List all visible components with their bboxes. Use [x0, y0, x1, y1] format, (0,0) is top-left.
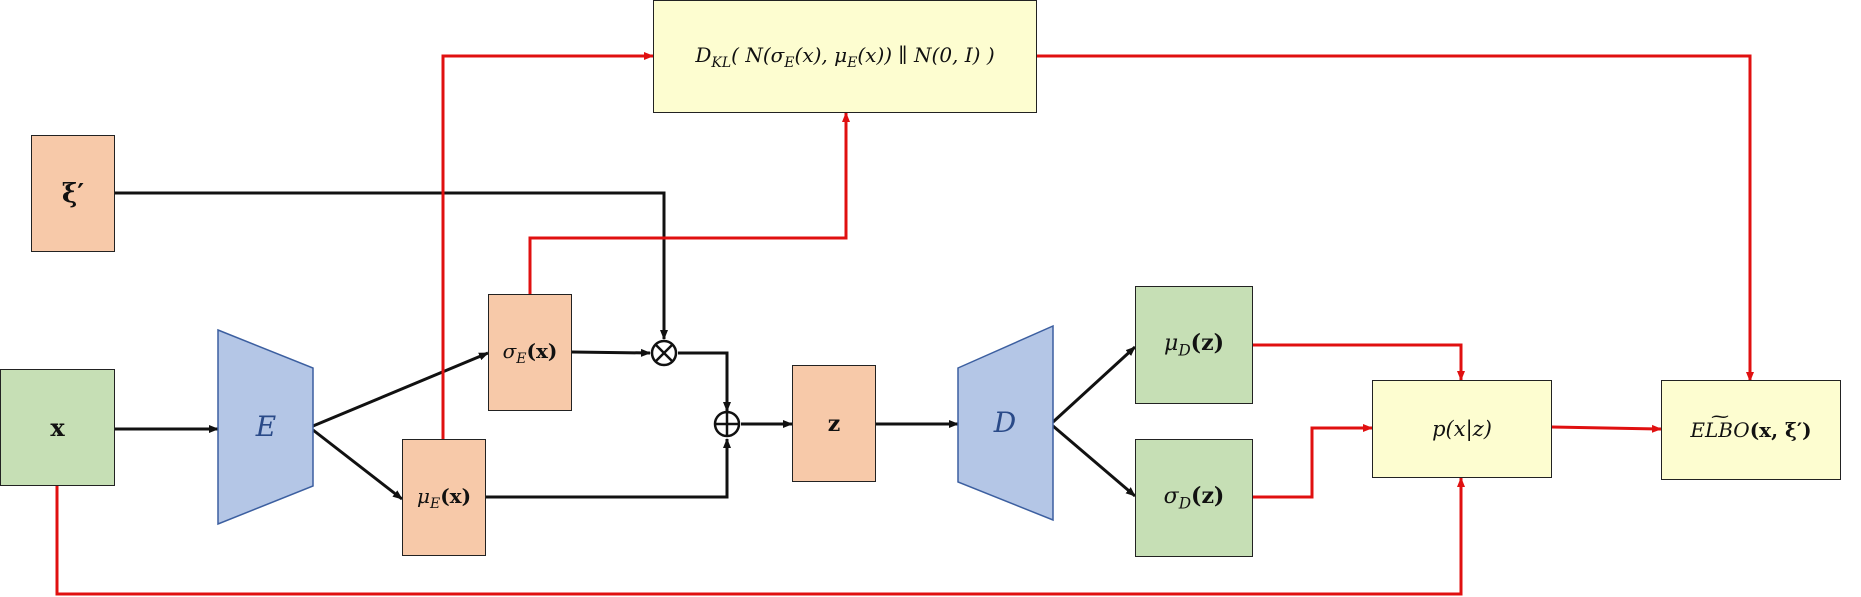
elbo-label: ⁓ELBO(x, ξ′): [1690, 406, 1812, 442]
mu-d-symbol: μ: [1164, 331, 1179, 357]
sigma-e-subscript: E: [516, 350, 527, 367]
input-x-node: x: [0, 369, 115, 486]
sigma-d-argument: (z): [1191, 483, 1225, 510]
arrow-xi-to-multiply: [115, 191, 668, 340]
arrow-mu-to-add: [486, 438, 731, 499]
arrow-mu-e-to-kl: [441, 52, 654, 442]
encoder-block: E: [217, 328, 314, 526]
mu-d-subscript: D: [1178, 341, 1191, 360]
latent-z-label: z: [827, 410, 841, 437]
noise-xi-label: ξ′: [61, 178, 85, 209]
noise-xi-node: ξ′: [31, 135, 115, 252]
mu-e-label: μE(x): [417, 484, 471, 512]
elbo-tilde-group: ⁓ELBO: [1690, 406, 1750, 442]
decoder-block: D: [957, 324, 1054, 522]
sigma-d-label: σD(z): [1164, 483, 1225, 512]
arrow-encoder-to-mu: [312, 428, 403, 501]
kl-mu-subscript: E: [847, 54, 858, 71]
sigma-d-symbol: σ: [1163, 484, 1179, 510]
kl-subscript: KL: [711, 54, 732, 71]
decoder-label: D: [993, 406, 1016, 439]
likelihood-node: p(x|z): [1372, 380, 1552, 478]
sigma-d-subscript: D: [1178, 494, 1192, 513]
sigma-e-symbol: σ: [502, 338, 517, 363]
arrow-sigma-d-to-likelihood: [1253, 424, 1373, 499]
mu-e-symbol: μ: [416, 483, 430, 508]
kl-sigma-subscript: E: [784, 54, 795, 71]
add-operator: [713, 410, 741, 438]
arrow-encoder-to-sigma: [312, 351, 489, 428]
mu-d-node: μD(z): [1135, 286, 1253, 404]
sigma-e-node: σE(x): [488, 294, 572, 411]
elbo-args: (x, ξ′): [1749, 418, 1812, 442]
arrow-sigma-to-multiply: [571, 348, 651, 357]
likelihood-label: p(x|z): [1432, 417, 1492, 441]
elbo-node: ⁓ELBO(x, ξ′): [1661, 380, 1841, 480]
mu-e-node: μE(x): [402, 439, 486, 556]
latent-z-node: z: [792, 365, 876, 482]
mu-d-label: μD(z): [1164, 330, 1224, 359]
input-x-label: x: [50, 413, 65, 442]
kl-d-symbol: D: [695, 42, 712, 67]
arrow-decoder-to-sigma-d: [1052, 424, 1136, 498]
arrow-multiply-to-add: [678, 351, 731, 412]
mu-e-argument: (x): [440, 483, 472, 508]
kl-expr-end: (x)) ∥ N(0, I) ): [857, 42, 995, 67]
kl-divergence-node: DKL( N(σE(x), μE(x)) ∥ N(0, I) ): [653, 0, 1037, 113]
sigma-e-argument: (x): [526, 338, 558, 363]
arrow-likelihood-to-elbo: [1551, 424, 1662, 433]
sigma-d-node: σD(z): [1135, 439, 1253, 557]
elbo-tilde: ⁓: [1711, 406, 1730, 427]
arrow-sigma-e-to-kl: [528, 112, 850, 294]
kl-divergence-label: DKL( N(σE(x), μE(x)) ∥ N(0, I) ): [695, 43, 994, 71]
kl-expr-middle: (x), μ: [794, 42, 848, 67]
sigma-e-label: σE(x): [503, 339, 558, 367]
mu-d-argument: (z): [1190, 330, 1224, 357]
mu-e-subscript: E: [429, 495, 441, 512]
elbo-text: ELBO: [1690, 418, 1750, 442]
arrow-kl-to-elbo: [1037, 54, 1754, 382]
encoder-label: E: [255, 410, 276, 443]
arrow-mu-d-to-likelihood: [1253, 343, 1465, 381]
multiply-operator: [650, 339, 678, 367]
arrow-decoder-to-mu-d: [1051, 345, 1137, 424]
kl-expr-start: ( N(σ: [731, 42, 785, 67]
arrow-x-to-likelihood: [55, 477, 1465, 596]
